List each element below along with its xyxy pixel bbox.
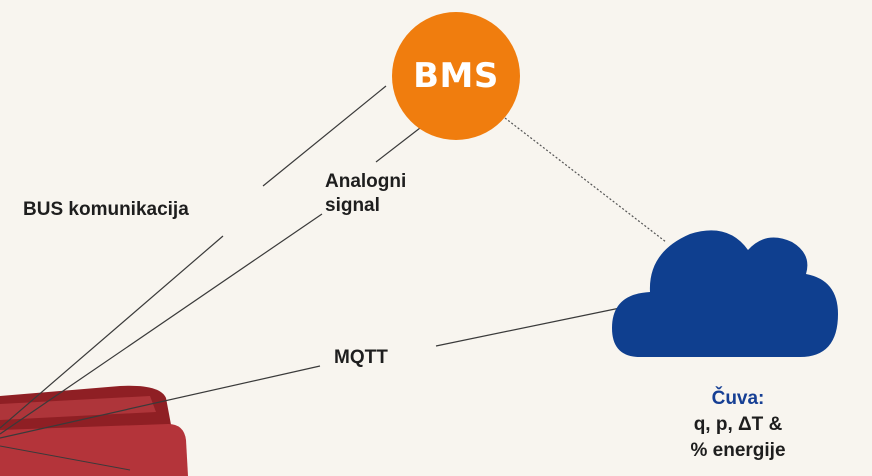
bus-line-lower xyxy=(0,235,224,429)
mqtt-label: MQTT xyxy=(334,347,388,368)
cloud-icon xyxy=(612,230,838,357)
bms-cloud-link xyxy=(504,117,667,243)
cloud-caption-line2: % energije xyxy=(690,440,786,461)
cloud-caption-title: Čuva: xyxy=(711,388,765,409)
bms-label: BMS xyxy=(413,56,499,96)
analog-label-line2: signal xyxy=(325,195,380,216)
device-line-faint xyxy=(0,445,131,471)
mqtt-line-upper xyxy=(435,307,621,347)
analog-label-line1: Analogni xyxy=(325,171,407,192)
bus-line-upper xyxy=(262,85,387,187)
bus-label: BUS komunikacija xyxy=(23,199,189,220)
bms-circle: BMS xyxy=(392,12,520,140)
analog-label: Analogni signal xyxy=(325,170,406,218)
mqtt-line-lower xyxy=(0,365,321,439)
analog-line-lower xyxy=(0,213,323,435)
cloud-caption-line1: q, p, ΔT & xyxy=(693,414,783,435)
device-icon xyxy=(0,385,188,476)
analog-line-upper xyxy=(375,127,421,163)
cloud-caption: Čuva: q, p, ΔT & % energije xyxy=(620,386,856,464)
